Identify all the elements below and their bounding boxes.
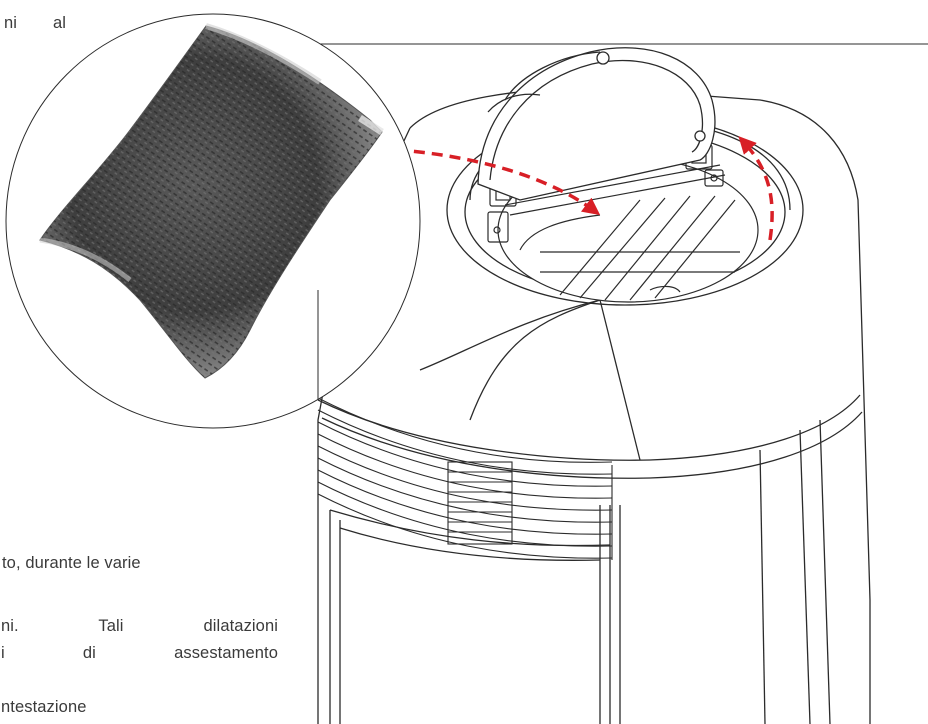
red-dashed-arrows xyxy=(359,136,774,241)
text-fragment-top-b: al xyxy=(53,14,67,32)
open-lid xyxy=(477,47,716,201)
pour-arrow xyxy=(359,146,601,216)
front-grille xyxy=(317,397,613,560)
paragraph-line-4: ntestazione xyxy=(1,698,87,716)
pellet-bag xyxy=(39,23,384,379)
pellet-grate xyxy=(487,144,759,303)
paragraph-line-2: ni. Tali dilatazioni xyxy=(1,617,278,635)
paragraph-line-3: i di assestamento xyxy=(1,644,278,662)
paragraph-line-1: to, durante le varie xyxy=(2,554,141,572)
text-fragment-top-a: ni xyxy=(4,14,18,32)
lid-open-arrow xyxy=(738,136,774,241)
